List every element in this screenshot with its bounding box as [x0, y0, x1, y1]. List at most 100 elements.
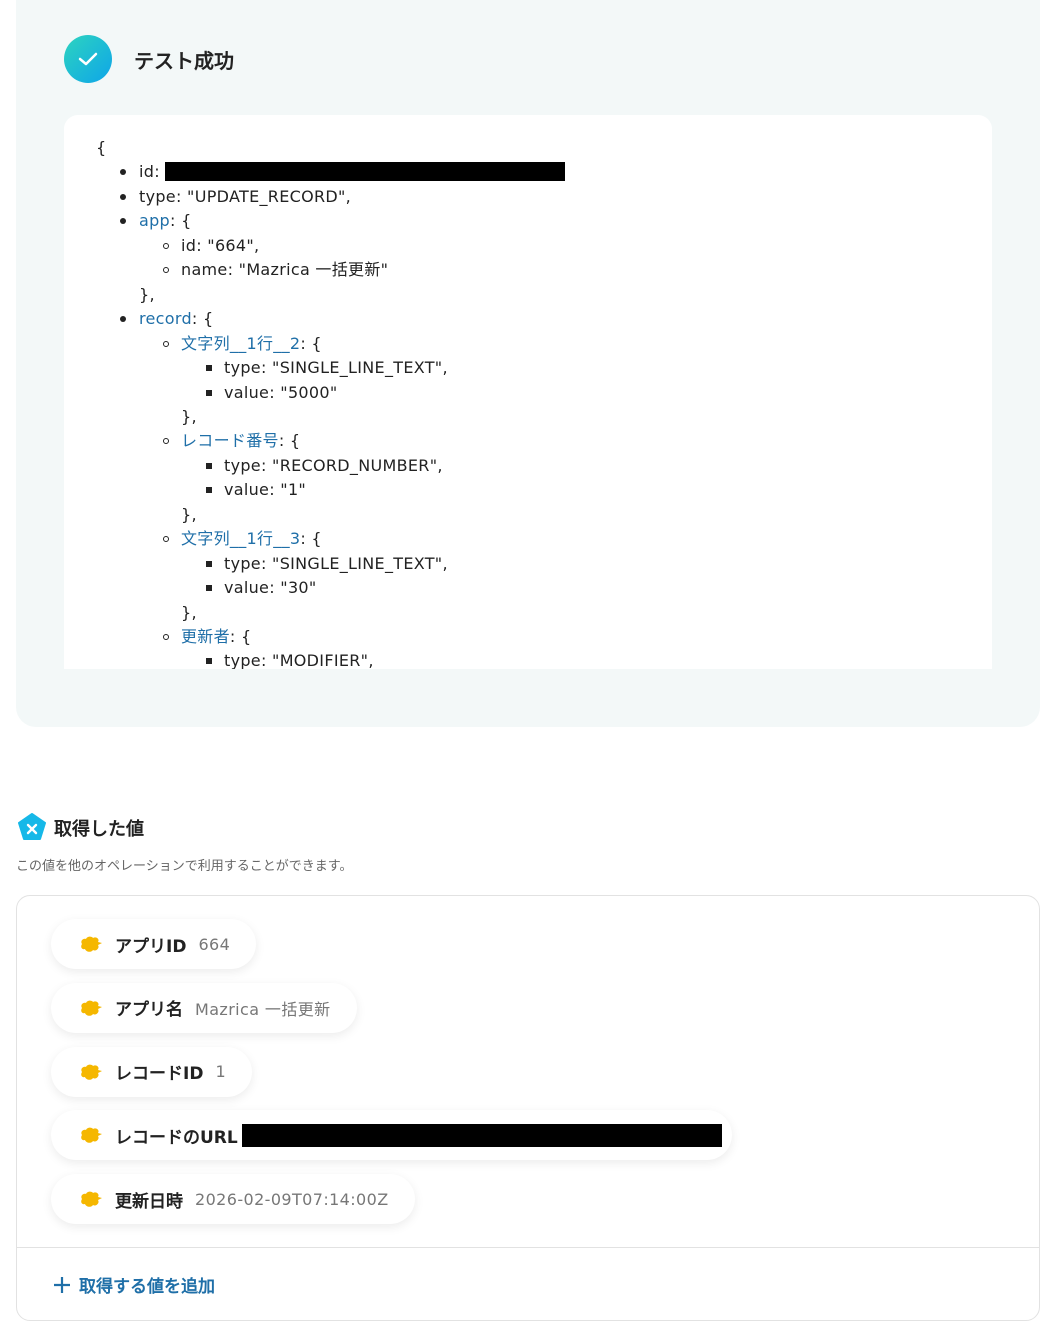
json-key[interactable]: 文字列__1行__3: [181, 529, 301, 549]
json-value: : "30": [269, 578, 317, 598]
item-label: レコードID: [115, 1064, 204, 1085]
item-value: 664: [198, 934, 231, 954]
yoom-logo-icon: [18, 813, 46, 845]
divider: [17, 1247, 1039, 1248]
json-line: },: [139, 285, 155, 305]
kintone-icon: [81, 936, 102, 952]
kintone-icon: [81, 1064, 102, 1080]
json-line: app: {: [120, 211, 192, 231]
json-key: value: [224, 578, 270, 598]
bullet-icon: [163, 242, 169, 249]
bullet-icon: [206, 462, 212, 469]
json-value: : "Mazrica 一括更新": [227, 260, 389, 280]
test-result-title: テスト成功: [134, 49, 234, 73]
json-value: },: [181, 504, 197, 524]
json-value: },: [139, 284, 155, 304]
json-value: {: [96, 138, 107, 157]
json-line: value: "5000": [206, 382, 338, 403]
check-circle-icon: [64, 35, 112, 83]
json-key: id: [181, 235, 197, 255]
json-line: },: [181, 505, 197, 525]
json-value: : "MODIFIER",: [260, 651, 374, 669]
plus-icon: [54, 1276, 70, 1293]
obtained-value-item[interactable]: 更新日時 2026-02-09T07:14:00Z: [51, 1174, 415, 1225]
bullet-icon: [206, 389, 212, 396]
json-value: : "SINGLE_LINE_TEXT",: [260, 553, 448, 573]
json-key: value: [224, 480, 270, 500]
json-line: type: "RECORD_NUMBER",: [206, 455, 443, 476]
json-line: },: [181, 407, 197, 427]
item-label: アプリID: [115, 936, 187, 957]
bullet-icon: [120, 193, 126, 200]
obtained-values-subtitle: この値を他のオペレーションで利用することができます。: [16, 859, 353, 874]
json-line: type: "MODIFIER",: [206, 651, 374, 669]
obtained-value-item[interactable]: レコードID 1: [51, 1046, 253, 1097]
json-line: レコード番号: {: [163, 431, 301, 451]
bullet-icon: [163, 536, 169, 543]
bullet-icon: [163, 634, 169, 640]
json-value: },: [181, 602, 197, 622]
json-key: type: [224, 553, 261, 573]
json-line: id:: [120, 162, 566, 182]
json-line: type: "UPDATE_RECORD",: [120, 186, 352, 207]
json-key[interactable]: app: [139, 211, 171, 231]
json-value: : "SINGLE_LINE_TEXT",: [260, 358, 448, 378]
bullet-icon: [120, 218, 126, 225]
add-label: 取得する値を追加: [79, 1277, 215, 1297]
bullet-icon: [206, 365, 212, 372]
bullet-icon: [163, 340, 169, 347]
item-label: レコードのURL: [115, 1127, 238, 1148]
json-line: {: [96, 138, 106, 158]
item-label: 更新日時: [115, 1191, 183, 1212]
json-line: type: "SINGLE_LINE_TEXT",: [206, 358, 448, 378]
json-line: record: {: [120, 309, 214, 329]
json-line: 更新者: {: [163, 627, 252, 647]
bullet-icon: [120, 169, 126, 176]
json-line: id: "664",: [163, 235, 260, 256]
json-line: 文字列__1行__3: {: [163, 529, 322, 549]
json-key: type: [224, 455, 261, 475]
json-output: {id: type: "UPDATE_RECORD",app: {id: "66…: [64, 115, 992, 669]
json-value: : {: [278, 431, 301, 451]
json-value: : {: [300, 529, 322, 549]
json-key[interactable]: レコード番号: [181, 431, 279, 451]
item-label: アプリ名: [115, 1000, 183, 1021]
item-value: Mazrica 一括更新: [195, 999, 331, 1019]
json-value: : "664",: [196, 235, 260, 255]
json-line: type: "SINGLE_LINE_TEXT",: [206, 553, 448, 574]
json-value: : "1": [269, 480, 307, 500]
obtained-values-box: 取得する値を追加 アプリID 664 アプリ名 Mazrica 一括更新レコードID 1…: [16, 895, 1040, 1321]
obtained-values-title: 取得した値: [54, 819, 144, 840]
bullet-icon: [120, 316, 126, 323]
json-key: type: [224, 358, 261, 378]
json-key: type: [224, 651, 261, 669]
json-value: : {: [191, 309, 214, 329]
json-value: : "RECORD_NUMBER",: [260, 455, 443, 475]
bullet-icon: [163, 267, 169, 274]
json-key: name: [181, 260, 228, 280]
kintone-icon: [81, 1191, 102, 1207]
json-key[interactable]: record: [139, 309, 192, 329]
json-key: value: [224, 382, 270, 402]
json-line: value: "1": [206, 480, 307, 500]
json-value: : "5000": [269, 382, 338, 402]
kintone-icon: [81, 1127, 102, 1144]
add-obtained-value-button[interactable]: 取得する値を追加: [53, 1272, 215, 1297]
json-value: : {: [229, 627, 252, 646]
json-value: },: [181, 406, 197, 426]
json-key[interactable]: 文字列__1行__2: [181, 333, 301, 353]
json-key[interactable]: 更新者: [181, 627, 230, 646]
obtained-value-item[interactable]: レコードのURL: [51, 1110, 732, 1161]
bullet-icon: [206, 487, 212, 494]
bullet-icon: [206, 658, 212, 665]
json-line: },: [181, 603, 197, 623]
bullet-icon: [163, 438, 169, 445]
obtained-value-item[interactable]: アプリ名 Mazrica 一括更新: [51, 982, 357, 1033]
item-value: 1: [215, 1062, 227, 1082]
bullet-icon: [206, 560, 212, 567]
json-line: 文字列__1行__2: {: [163, 333, 322, 354]
obtained-value-item[interactable]: アプリID 664: [51, 919, 257, 969]
item-value: 2026-02-09T07:14:00Z: [195, 1189, 389, 1209]
json-value: : "UPDATE_RECORD",: [175, 186, 352, 206]
bullet-icon: [206, 585, 212, 592]
